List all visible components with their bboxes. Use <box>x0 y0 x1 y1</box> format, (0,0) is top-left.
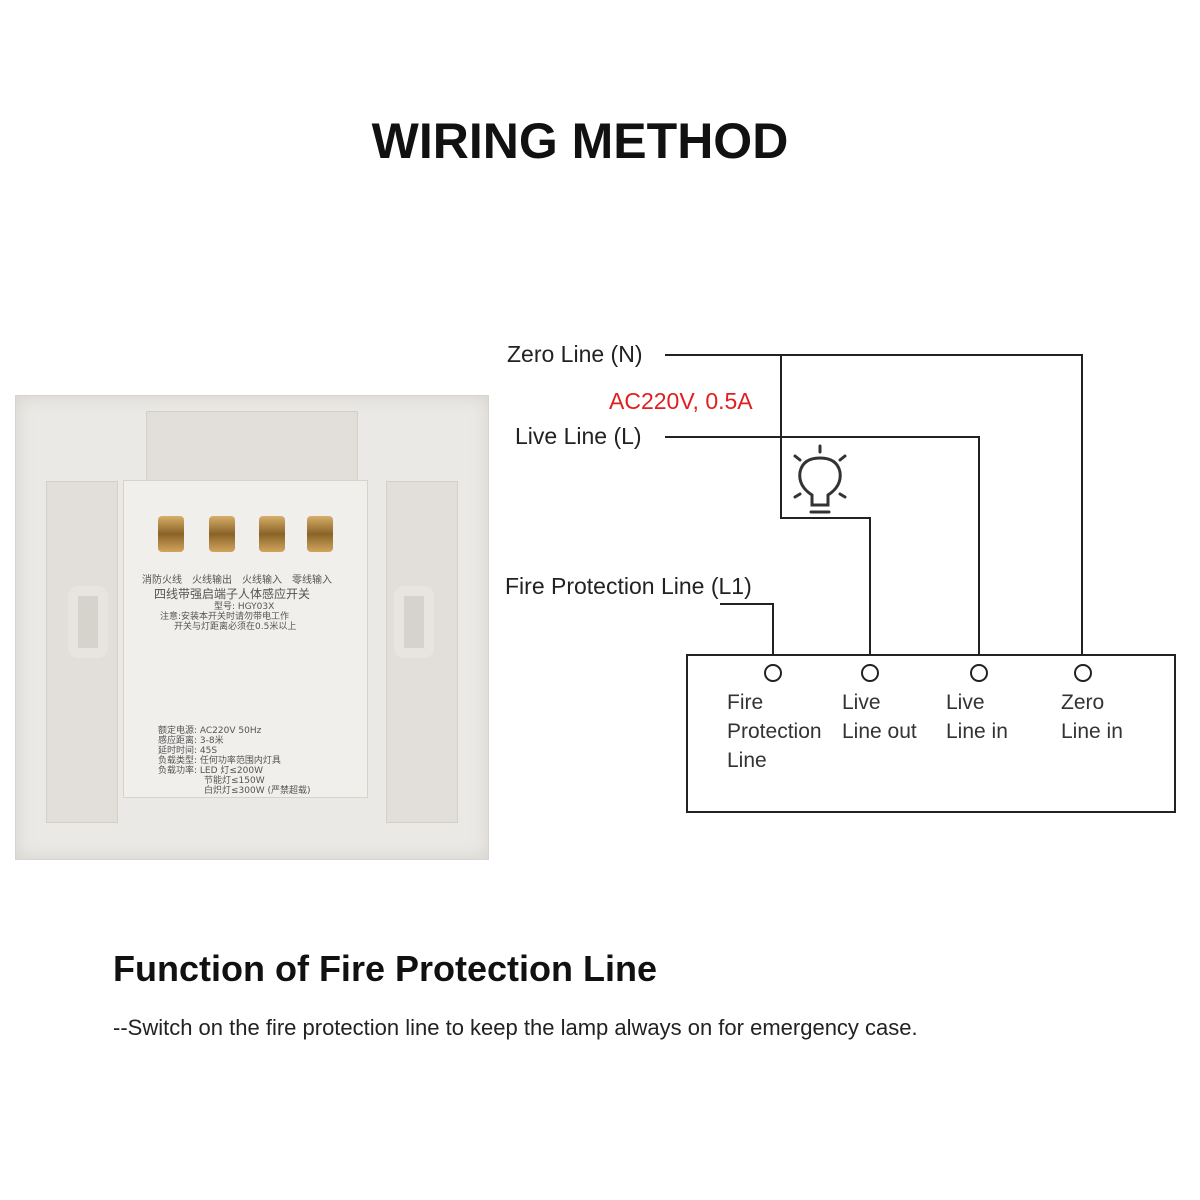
terminal-label-line: Line in <box>1061 720 1123 743</box>
terminal-label-line: Zero <box>1061 691 1105 714</box>
switch-box <box>686 654 1176 813</box>
live-line-label: Live Line (L) <box>515 423 642 449</box>
zero-wire <box>665 354 1083 664</box>
terminal-label-zero-in: Zero Line in <box>1061 688 1123 746</box>
terminal-label-line: Line in <box>946 720 1008 743</box>
terminal-label-line: Line out <box>842 720 917 743</box>
fire-wire <box>720 603 774 664</box>
terminal-live-in <box>970 664 988 682</box>
terminal-label-line: Live <box>842 691 881 714</box>
terminal-label-line: Protection <box>727 720 822 743</box>
mounting-slot <box>394 586 434 658</box>
terminal-zero-in <box>1074 664 1092 682</box>
terminal-label-live-in: Live Line in <box>946 688 1008 746</box>
function-heading: Function of Fire Protection Line <box>113 948 657 989</box>
terminal-label-fire: Fire Protection Line <box>727 688 822 775</box>
function-description: --Switch on the fire protection line to … <box>113 1015 918 1040</box>
page-title: WIRING METHOD <box>371 113 789 169</box>
fire-line-label: Fire Protection Line (L1) <box>505 573 752 599</box>
rated-spec-label: AC220V, 0.5A <box>609 388 753 414</box>
zero-line-label: Zero Line (N) <box>507 341 643 367</box>
terminal-label-line: Live <box>946 691 985 714</box>
terminal-label-live-out: Live Line out <box>842 688 917 746</box>
live-wire <box>665 436 980 664</box>
terminal-live-out <box>861 664 879 682</box>
terminal-block: 消防火线 火线输出 火线输入 零线输入 四线带强启端子人体感应开关 型号: HG… <box>123 480 368 798</box>
terminal-label-line: Line <box>727 749 767 772</box>
mounting-slot <box>68 586 108 658</box>
zero-branch-to-lamp <box>780 355 871 664</box>
terminal-label-line: Fire <box>727 691 764 714</box>
light-bulb-icon <box>793 444 847 514</box>
terminal-fire <box>764 664 782 682</box>
